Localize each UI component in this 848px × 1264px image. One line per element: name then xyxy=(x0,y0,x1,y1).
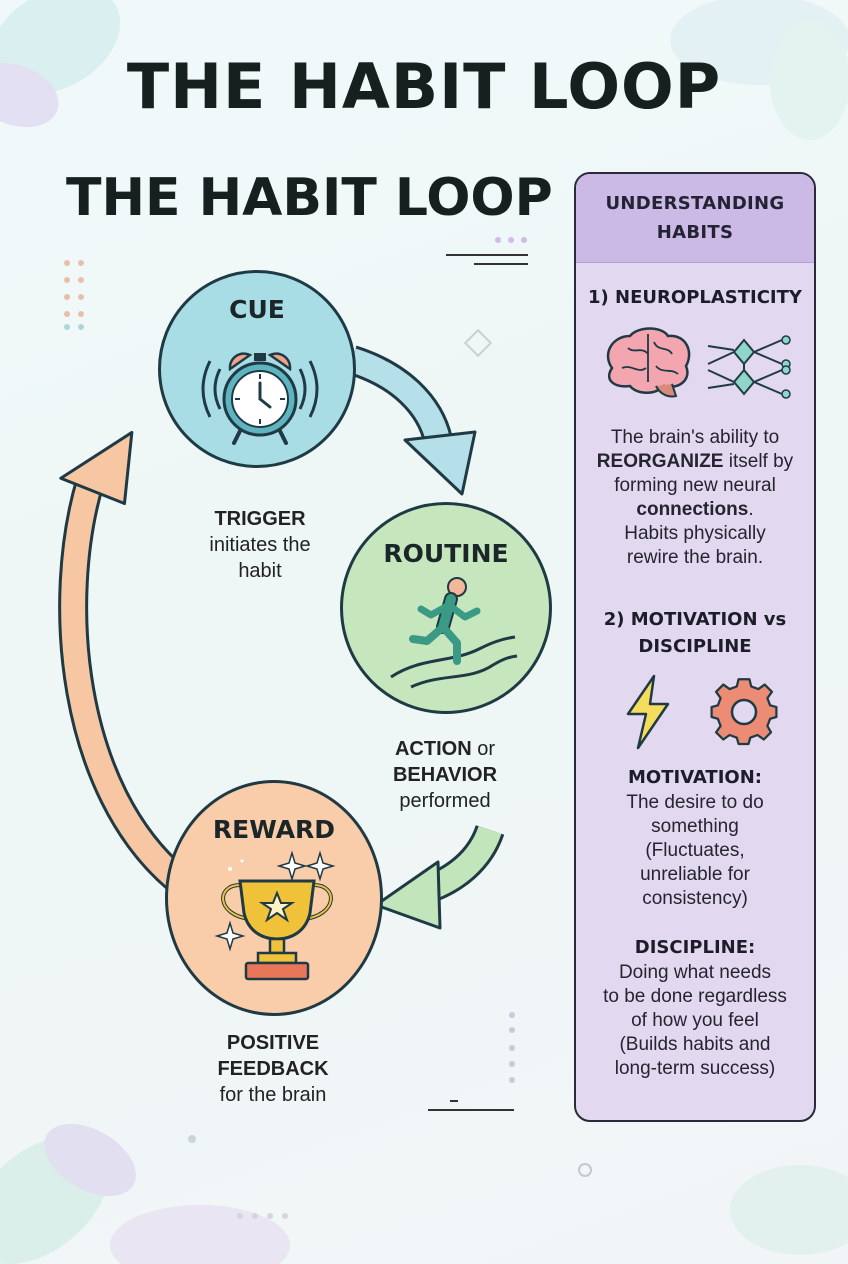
arrowhead-routine-to-reward xyxy=(374,860,442,930)
cue-caption: TRIGGER initiates the habit xyxy=(180,506,340,584)
routine-caption: ACTION or BEHAVIOR performed xyxy=(360,736,530,814)
routine-label: ROUTINE xyxy=(383,539,509,568)
motivation-line1: The desire to do xyxy=(626,792,764,813)
discipline-line2: to be done regardless xyxy=(603,986,787,1007)
reward-caption-line3: for the brain xyxy=(219,1084,327,1106)
discipline-text: Doing what needs to be done regardless o… xyxy=(576,961,814,1081)
routine-caption-tail1: or xyxy=(477,738,496,760)
arrowhead-reward-to-cue xyxy=(59,430,134,506)
motivation-label: MOTIVATION: xyxy=(628,767,762,788)
lightning-icon xyxy=(626,674,670,750)
neuro-line3: forming new neural xyxy=(614,475,776,496)
neuro-line4-rest: . xyxy=(748,499,754,520)
discipline-line5: long-term success) xyxy=(614,1058,776,1079)
trophy-icon xyxy=(214,850,336,981)
panel-heading-line2: HABITS xyxy=(656,222,734,243)
motivation-text: The desire to do something (Fluctuates, … xyxy=(576,791,814,911)
neuro-reorganize: REORGANIZE xyxy=(596,451,724,472)
panel-heading: UNDERSTANDING HABITS xyxy=(576,174,814,263)
neuroplasticity-title: 1) NEUROPLASTICITY xyxy=(588,287,802,308)
md-title-line2: DISCIPLINE xyxy=(638,636,752,657)
neuro-line5: Habits physically xyxy=(624,523,766,544)
discipline-label: DISCIPLINE: xyxy=(634,937,756,958)
neuroplasticity-text: The brain's ability to REORGANIZE itself… xyxy=(576,426,814,570)
neuro-line6: rewire the brain. xyxy=(626,547,764,568)
motivation-line5: consistency) xyxy=(642,888,748,909)
reward-caption-bold1: POSITIVE xyxy=(226,1032,320,1054)
cue-circle: CUE xyxy=(158,270,356,468)
neuro-line1: The brain's ability to xyxy=(610,427,780,448)
running-person-icon xyxy=(390,577,518,689)
routine-caption-bold1: ACTION xyxy=(394,738,472,760)
cue-label: CUE xyxy=(229,295,285,324)
motivation-line3: (Fluctuates, xyxy=(645,840,745,861)
brain-icon xyxy=(606,327,691,398)
reward-circle: REWARD xyxy=(165,780,383,1016)
cue-caption-bold: TRIGGER xyxy=(214,508,306,530)
discipline-line3: of how you feel xyxy=(631,1010,759,1031)
motivation-line4: unreliable for xyxy=(640,864,750,885)
cue-caption-line2: initiates the xyxy=(209,534,311,556)
reward-caption: POSITIVE FEEDBACK for the brain xyxy=(190,1030,356,1108)
routine-caption-line3: performed xyxy=(399,790,491,812)
understanding-habits-panel: UNDERSTANDING HABITS 1) NEUROPLASTICITY … xyxy=(574,172,816,1122)
alarm-clock-icon xyxy=(201,352,319,445)
routine-circle: ROUTINE xyxy=(340,502,552,714)
motivation-discipline-title: 2) MOTIVATION vs DISCIPLINE xyxy=(576,606,814,660)
panel-heading-line1: UNDERSTANDING xyxy=(605,193,785,214)
cue-caption-line3: habit xyxy=(238,560,282,582)
motivation-line2: something xyxy=(651,816,739,837)
reward-caption-bold2: FEEDBACK xyxy=(217,1058,329,1080)
discipline-line4: (Builds habits and xyxy=(619,1034,771,1055)
discipline-line1: Doing what needs xyxy=(618,962,772,983)
page-title: THE HABIT LOOP xyxy=(126,50,722,123)
gear-icon xyxy=(710,678,778,746)
routine-caption-bold2: BEHAVIOR xyxy=(392,764,498,786)
diagram-title: THE HABIT LOOP xyxy=(66,168,553,228)
neuro-connections: connections xyxy=(636,499,749,520)
md-title-line1: 2) MOTIVATION vs xyxy=(603,609,787,630)
reward-label: REWARD xyxy=(212,815,336,844)
neuro-line2-rest: itself by xyxy=(728,451,794,472)
arrowhead-cue-to-routine xyxy=(403,430,477,496)
neural-network-icon xyxy=(707,335,791,399)
